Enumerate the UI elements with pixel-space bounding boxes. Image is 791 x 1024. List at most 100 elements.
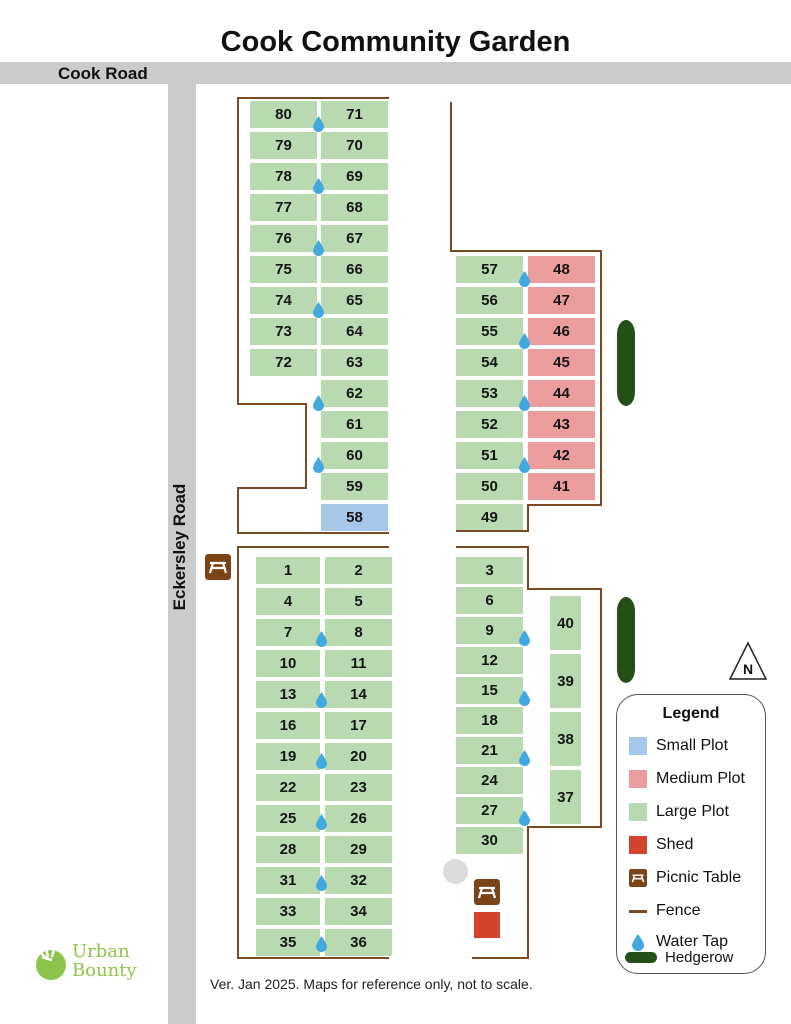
plot-24: 24 [456,767,523,794]
plot-36: 36 [325,929,392,956]
plot-80: 80 [250,101,317,128]
plot-52: 52 [456,411,523,438]
plot-19: 19 [256,743,320,770]
shed [474,912,500,938]
plot-60: 60 [321,442,388,469]
water-drop-icon [632,934,644,951]
page-title: Cook Community Garden [220,26,571,58]
water-tap-icon [519,810,530,826]
fence-segment [527,826,529,958]
fence-segment [237,546,389,548]
plot-5: 5 [325,588,392,615]
plot-42: 42 [528,442,595,469]
plot-70: 70 [321,132,388,159]
urban-bounty-logo-icon [36,947,66,980]
water-tap-icon [519,395,530,411]
eckersley-road-label: Eckersley Road [170,483,189,611]
fence-segment [450,102,452,250]
plot-29: 29 [325,836,392,863]
legend-item-hedgerow: Hedgerow [625,949,733,966]
fence-segment [237,97,389,99]
plot-20: 20 [325,743,392,770]
plot-43: 43 [528,411,595,438]
plot-77: 77 [250,194,317,221]
water-tap-icon [519,271,530,287]
water-tap-icon [316,936,327,952]
pond-circle [443,859,468,884]
plot-67: 67 [321,225,388,252]
water-tap-icon [313,240,324,256]
plot-16: 16 [256,712,320,739]
water-tap-icon [316,814,327,830]
plot-47: 47 [528,287,595,314]
plot-51: 51 [456,442,523,469]
water-tap-icon [519,457,530,473]
plot-74: 74 [250,287,317,314]
fence-segment [237,546,239,958]
plot-71: 71 [321,101,388,128]
hedgerow [617,320,635,406]
legend-item-medium-plot: Medium Plot [629,770,745,788]
legend-item-shed: Shed [629,836,693,854]
hedgerow [617,597,635,683]
large-plot-swatch [629,803,647,821]
plot-38: 38 [550,712,581,766]
plot-8: 8 [325,619,392,646]
plot-54: 54 [456,349,523,376]
fence-segment [527,588,602,590]
fence-line-icon [629,909,647,913]
plot-75: 75 [250,256,317,283]
plot-66: 66 [321,256,388,283]
plot-57: 57 [456,256,523,283]
water-tap-icon [316,875,327,891]
legend: Legend Small Plot Medium Plot Large Plot… [616,694,766,974]
water-tap-icon [316,631,327,647]
water-tap-icon [519,333,530,349]
plot-32: 32 [325,867,392,894]
fence-segment [456,530,529,532]
water-tap-icon [316,753,327,769]
small-plot-swatch [629,737,647,755]
eckersley-road [168,84,196,1024]
cook-road-label: Cook Road [58,64,148,83]
picnic-table-icon [474,879,500,905]
north-arrow-icon: N [728,641,768,680]
plot-22: 22 [256,774,320,801]
plot-26: 26 [325,805,392,832]
medium-plot-swatch [629,770,647,788]
plot-30: 30 [456,827,523,854]
plot-39: 39 [550,654,581,708]
water-tap-icon [519,690,530,706]
fence-segment [237,403,307,405]
water-tap-icon [313,395,324,411]
plot-2: 2 [325,557,392,584]
plot-18: 18 [456,707,523,734]
water-tap-icon [313,457,324,473]
plot-34: 34 [325,898,392,925]
plot-55: 55 [456,318,523,345]
plot-53: 53 [456,380,523,407]
legend-item-small-plot: Small Plot [629,737,728,755]
plot-58: 58 [321,504,388,531]
fence-segment [527,546,529,590]
plot-62: 62 [321,380,388,407]
plot-6: 6 [456,587,523,614]
fence-segment [527,826,602,828]
plot-65: 65 [321,287,388,314]
fence-segment [237,532,389,534]
plot-41: 41 [528,473,595,500]
fence-segment [237,487,307,489]
plot-37: 37 [550,770,581,824]
plot-14: 14 [325,681,392,708]
plot-61: 61 [321,411,388,438]
plot-46: 46 [528,318,595,345]
fence-segment [527,504,602,506]
plot-25: 25 [256,805,320,832]
plot-48: 48 [528,256,595,283]
picnic-table-icon [205,554,231,580]
fence-segment [237,97,239,403]
plot-10: 10 [256,650,320,677]
water-tap-icon [313,302,324,318]
plot-50: 50 [456,473,523,500]
